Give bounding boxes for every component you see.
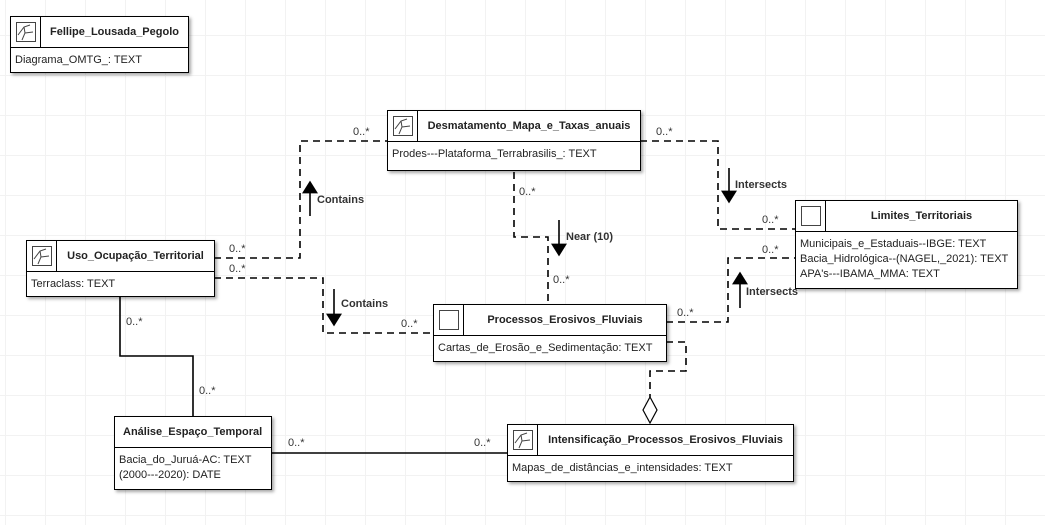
class-header: Análise_Espaço_Temporal	[115, 417, 271, 448]
class-attributes: Municipais_e_Estaduais--IBGE: TEXT Bacia…	[796, 232, 1017, 286]
multiplicity: 0..*	[288, 437, 305, 449]
class-header: Processos_Erosivos_Fluviais	[434, 305, 666, 336]
multiplicity: 0..*	[229, 263, 246, 275]
attribute: Bacia_Hidrológica--(NAGEL,_2021): TEXT	[800, 253, 1009, 265]
class-attributes: Prodes---Plataforma_Terrabrasilis_: TEXT	[388, 142, 640, 166]
relation-label: Near (10)	[566, 231, 614, 243]
multiplicity: 0..*	[199, 385, 216, 397]
square-geometry-icon	[434, 305, 464, 335]
class-header: Limites_Territoriais	[796, 201, 1017, 232]
attribute: (2000---2020): DATE	[119, 469, 221, 481]
relation-label: Contains	[317, 194, 365, 206]
link-desmatamento-processos[interactable]	[513, 172, 549, 303]
class-name: Limites_Territoriais	[870, 210, 973, 222]
attribute: Diagrama_OMTG_: TEXT	[15, 54, 142, 66]
multiplicity: 0..*	[401, 318, 418, 330]
class-header: Fellipe_Lousada_Pegolo	[11, 17, 188, 48]
aggregation-diamond-icon	[642, 395, 658, 425]
class-attributes: Mapas_de_distâncias_e_intensidades: TEXT	[508, 456, 793, 480]
link-uso-analise[interactable]	[119, 297, 194, 417]
class-author[interactable]: Fellipe_Lousada_Pegolo Diagrama_OMTG_: T…	[10, 16, 189, 73]
class-uso[interactable]: Uso_Ocupação_Territorial Terraclass: TEX…	[26, 240, 215, 297]
multiplicity: 0..*	[519, 186, 536, 198]
attribute: APA's---IBAMA_MMA: TEXT	[800, 268, 940, 280]
class-attributes: Diagrama_OMTG_: TEXT	[11, 48, 188, 72]
attribute: Bacia_do_Juruá-AC: TEXT	[119, 454, 252, 466]
relation-label: Intersects	[735, 179, 787, 191]
link-uso-desmatamento[interactable]	[214, 140, 387, 259]
class-header: Desmatamento_Mapa_e_Taxas_anuais	[388, 111, 640, 142]
multiplicity: 0..*	[126, 316, 143, 328]
class-attributes: Bacia_do_Juruá-AC: TEXT (2000---2020): D…	[115, 448, 271, 487]
polygon-geometry-icon	[388, 111, 418, 141]
attribute: Municipais_e_Estaduais--IBGE: TEXT	[800, 238, 987, 250]
class-attributes: Cartas_de_Erosão_e_Sedimentação: TEXT	[434, 336, 666, 360]
class-name: Uso_Ocupação_Territorial	[67, 250, 204, 262]
multiplicity: 0..*	[553, 274, 570, 286]
class-processos[interactable]: Processos_Erosivos_Fluviais Cartas_de_Er…	[433, 304, 667, 362]
multiplicity: 0..*	[762, 244, 779, 256]
class-header: Uso_Ocupação_Territorial	[27, 241, 214, 272]
square-geometry-icon	[796, 201, 826, 231]
multiplicity: 0..*	[656, 126, 673, 138]
link-processos-limites[interactable]	[666, 257, 795, 323]
class-header: Intensificação_Processos_Erosivos_Fluvia…	[508, 425, 793, 456]
attribute: Cartas_de_Erosão_e_Sedimentação: TEXT	[438, 342, 653, 354]
class-attributes: Terraclass: TEXT	[27, 272, 214, 296]
attribute: Mapas_de_distâncias_e_intensidades: TEXT	[512, 462, 733, 474]
class-analise[interactable]: Análise_Espaço_Temporal Bacia_do_Juruá-A…	[114, 416, 272, 490]
class-name: Processos_Erosivos_Fluviais	[487, 314, 643, 326]
relation-label: Contains	[341, 298, 389, 310]
multiplicity: 0..*	[762, 214, 779, 226]
link-processos-intensificacao[interactable]	[649, 341, 687, 397]
polygon-geometry-icon	[11, 17, 41, 47]
polygon-geometry-icon	[27, 241, 57, 271]
class-intensificacao[interactable]: Intensificação_Processos_Erosivos_Fluvia…	[507, 424, 794, 482]
attribute: Prodes---Plataforma_Terrabrasilis_: TEXT	[392, 148, 597, 160]
class-desmatamento[interactable]: Desmatamento_Mapa_e_Taxas_anuais Prodes-…	[387, 110, 641, 171]
multiplicity: 0..*	[677, 307, 694, 319]
multiplicity: 0..*	[474, 437, 491, 449]
relation-label: Intersects	[746, 286, 798, 298]
class-name: Intensificação_Processos_Erosivos_Fluvia…	[548, 434, 783, 446]
multiplicity: 0..*	[229, 243, 246, 255]
class-name: Análise_Espaço_Temporal	[123, 426, 263, 438]
class-name: Fellipe_Lousada_Pegolo	[50, 26, 179, 38]
class-limites[interactable]: Limites_Territoriais Municipais_e_Estadu…	[795, 200, 1018, 289]
attribute: Terraclass: TEXT	[31, 278, 116, 290]
class-name: Desmatamento_Mapa_e_Taxas_anuais	[427, 120, 631, 132]
link-uso-processos[interactable]	[214, 277, 433, 334]
multiplicity: 0..*	[353, 126, 370, 138]
link-desmatamento-limites[interactable]	[640, 140, 795, 230]
polygon-geometry-icon	[508, 425, 538, 455]
